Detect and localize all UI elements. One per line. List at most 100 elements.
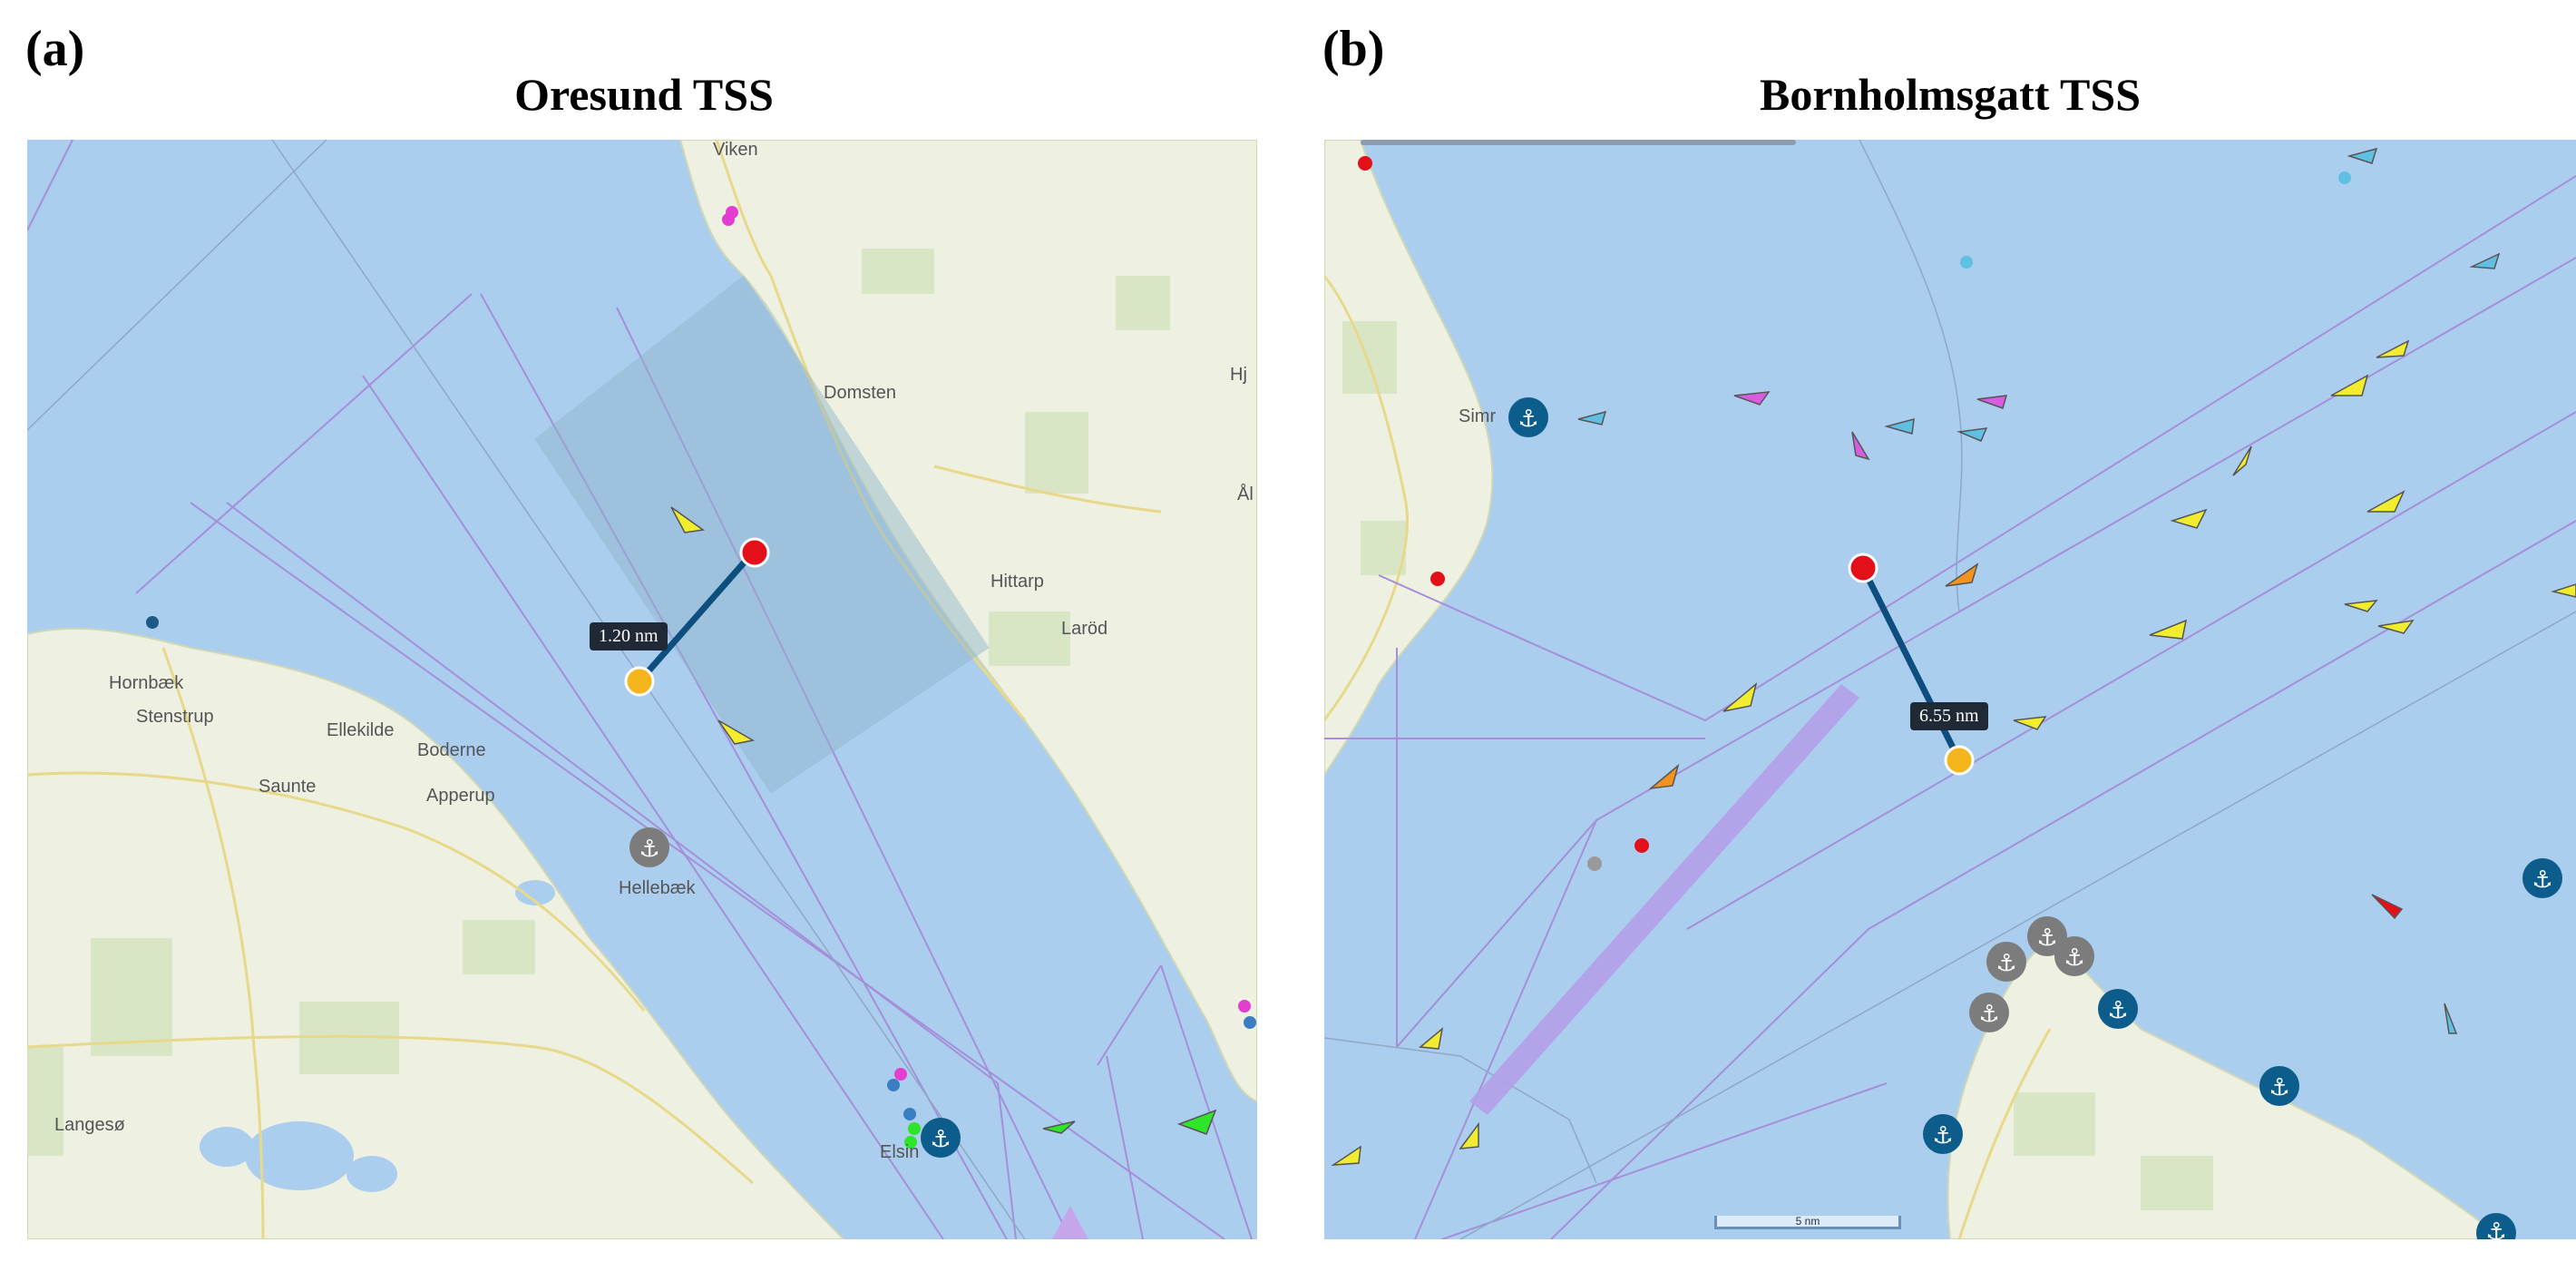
- vessel-yellow: [1331, 1145, 1361, 1166]
- place-larod: Laröd: [1061, 619, 1108, 639]
- anchor-icon-blue[interactable]: ⚓: [1923, 1114, 1963, 1154]
- vessel-yellow: [2376, 339, 2410, 358]
- svg-text:⚓: ⚓: [639, 836, 659, 863]
- svg-text:⚓: ⚓: [2485, 1218, 2506, 1239]
- map-bornholmsgatt-canvas: ⚓ ⚓ ⚓ ⚓ ⚓ ⚓ ⚓ ⚓: [1324, 140, 2576, 1239]
- land-sweden: [1324, 140, 1494, 777]
- red-marker[interactable]: [1848, 553, 1878, 583]
- place-hj: Hj: [1230, 365, 1247, 385]
- place-hellebaek: Hellebæk: [619, 878, 696, 898]
- svg-text:⚓: ⚓: [930, 1126, 951, 1153]
- lakes: [200, 880, 555, 1192]
- vessel-yellow: [2149, 619, 2188, 640]
- vessel-orange: [1945, 563, 1979, 587]
- place-langeso: Langesø: [54, 1115, 125, 1135]
- vessel-yellow: [2170, 508, 2208, 529]
- svg-text:⚓: ⚓: [1995, 950, 2016, 977]
- anchor-icon-grey[interactable]: ⚓: [2054, 936, 2094, 976]
- small-markers: [1358, 156, 2351, 871]
- panel-b-letter: (b): [1322, 21, 1385, 77]
- vessel-red: [2371, 894, 2404, 920]
- vessel-pink: [1733, 391, 1771, 406]
- separation-zone: [1469, 684, 1859, 1115]
- panel-a-title: Oresund TSS: [514, 69, 774, 120]
- svg-text:⚓: ⚓: [2064, 944, 2084, 972]
- place-apperup: Apperup: [426, 786, 495, 806]
- land-denmark: [27, 627, 845, 1239]
- place-stenstrup: Stenstrup: [136, 707, 214, 727]
- place-boderne: Boderne: [417, 740, 486, 760]
- vessel-yellow: [1722, 681, 1758, 712]
- grey-lines: [1324, 140, 2576, 1239]
- vessel-pink: [1976, 395, 2008, 409]
- vessels: [1331, 147, 2576, 1166]
- vessel-yellow: [1459, 1121, 1479, 1149]
- vessel-pink: [1851, 431, 1870, 461]
- svg-text:⚓: ⚓: [2107, 997, 2128, 1024]
- vessel-yellow: [670, 506, 705, 533]
- anchor-icon-grey[interactable]: ⚓: [1969, 993, 2009, 1032]
- vessel-green: [1176, 1109, 1217, 1135]
- orange-marker[interactable]: [624, 666, 655, 697]
- vessel-yellow: [2366, 490, 2405, 513]
- orange-marker[interactable]: [1944, 745, 1975, 776]
- svg-text:⚓: ⚓: [2532, 866, 2552, 894]
- vessel-yellow: [1419, 1027, 1444, 1050]
- panel-b-title: Bornholmsgatt TSS: [1759, 69, 2142, 120]
- vessel-blue: [1956, 427, 1988, 442]
- roads: [27, 140, 1162, 1239]
- vessel-blue: [2444, 1003, 2458, 1034]
- roads: [1324, 275, 2052, 1239]
- place-domsten: Domsten: [824, 383, 897, 403]
- map-oresund[interactable]: ⚓ ⚓ Hornbæk Stenstrup Ellekilde Boderne …: [27, 140, 1257, 1239]
- anchor-icon-grey[interactable]: ⚓: [629, 827, 669, 867]
- anchor-icon-blue[interactable]: ⚓: [1508, 397, 1548, 437]
- distance-line: [1859, 566, 1963, 762]
- panel-a-letter: (a): [25, 21, 85, 77]
- vessel-blue: [1884, 417, 1915, 435]
- anchor-icon-blue[interactable]: ⚓: [921, 1118, 961, 1158]
- svg-text:⚓: ⚓: [1978, 1001, 1999, 1028]
- anchor-icon-blue[interactable]: ⚓: [2476, 1213, 2516, 1239]
- place-simrishamn: Simr: [1459, 406, 1497, 426]
- place-elsin: Elsin: [880, 1142, 920, 1162]
- tss-lines: [1324, 175, 2576, 1239]
- vessel-yellow: [717, 719, 756, 745]
- svg-text:⚓: ⚓: [1932, 1122, 1953, 1149]
- vessel-yellow: [2377, 619, 2415, 634]
- anchor-icon-blue[interactable]: ⚓: [2522, 858, 2562, 898]
- place-hornbaek: Hornbæk: [109, 673, 184, 693]
- vessel-blue: [2469, 252, 2501, 269]
- distance-label: 6.55 nm: [1910, 702, 1988, 730]
- svg-text:⚓: ⚓: [1517, 406, 1538, 433]
- place-ellekilde: Ellekilde: [327, 720, 395, 740]
- place-hittarp: Hittarp: [990, 572, 1044, 592]
- anchor-icon-blue[interactable]: ⚓: [2098, 989, 2138, 1029]
- vessel-yellow: [2344, 600, 2378, 612]
- anchor-icon-grey[interactable]: ⚓: [1986, 942, 2026, 982]
- distance-line: [637, 550, 756, 684]
- vessels: [670, 506, 1217, 1239]
- place-saunte: Saunte: [259, 777, 317, 797]
- vessel-blue: [2347, 147, 2378, 164]
- place-viken: Viken: [713, 140, 758, 160]
- scale-bar: 5 nm: [1714, 1216, 1901, 1229]
- map-top-scrollbar[interactable]: [1361, 140, 1796, 145]
- separation-zone: [534, 275, 990, 794]
- place-al: Ål: [1237, 484, 1254, 504]
- anchor-icon-blue[interactable]: ⚓: [2259, 1066, 2299, 1106]
- vessel-blue: [1577, 410, 1607, 426]
- map-oresund-canvas: ⚓ ⚓: [27, 140, 1257, 1239]
- map-bornholmsgatt[interactable]: ⚓ ⚓ ⚓ ⚓ ⚓ ⚓ ⚓ ⚓: [1324, 140, 2576, 1239]
- vessel-green: [1042, 1120, 1076, 1134]
- svg-text:⚓: ⚓: [2036, 924, 2057, 952]
- vessel-lilac: [1052, 1206, 1088, 1239]
- vessel-yellow: [2551, 583, 2576, 598]
- vessel-yellow: [2013, 716, 2047, 730]
- tss-lines: [27, 140, 1253, 1239]
- distance-label: 1.20 nm: [590, 622, 668, 651]
- land-sweden: [678, 140, 1257, 1103]
- red-marker[interactable]: [739, 537, 770, 568]
- vessel-yellow: [2232, 445, 2252, 476]
- svg-text:⚓: ⚓: [2269, 1074, 2289, 1101]
